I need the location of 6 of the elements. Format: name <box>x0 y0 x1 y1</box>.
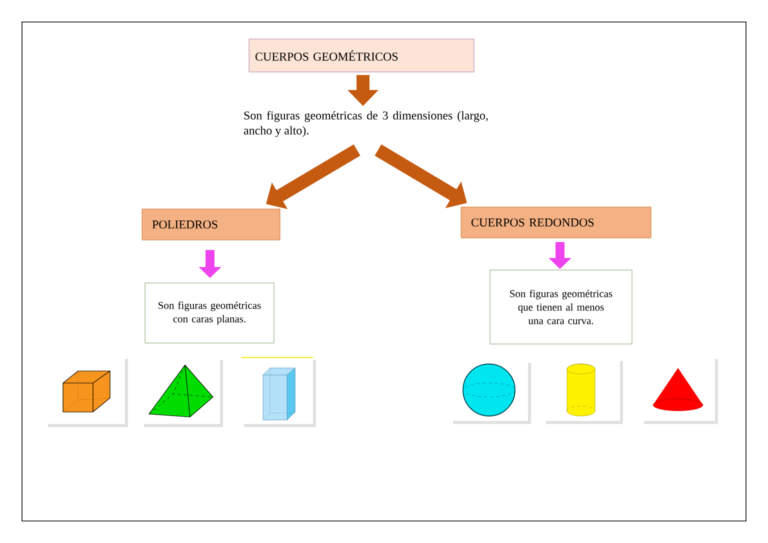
category-box: CUERPOS REDONDOS <box>460 206 652 238</box>
title-box: CUERPOS GEOMÉTRICOS <box>248 38 474 72</box>
description-box: Son figuras geométricas que tienen al menos una cara curva. <box>490 270 632 344</box>
description-text: Son figuras geométricas de 3 dimensiones (largo, ancho y alto). <box>244 110 488 138</box>
category-box: POLIEDROS <box>142 208 280 240</box>
description-box: Son figuras geométricas con caras planas. <box>144 282 274 344</box>
